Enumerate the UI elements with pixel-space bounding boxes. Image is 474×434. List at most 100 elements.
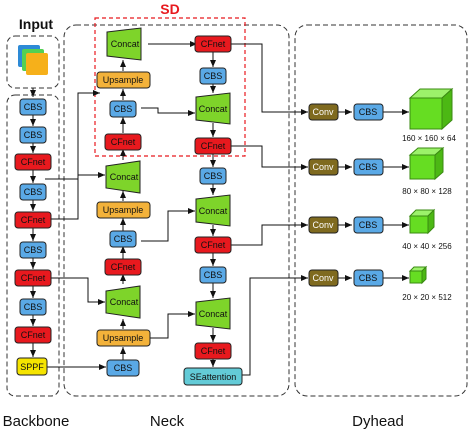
backbone-cfnet-2: CFnet: [14, 211, 52, 229]
output-size-2: 80 × 80 × 128: [402, 187, 452, 196]
svg-text:CBS: CBS: [359, 220, 378, 230]
neck-upsample-1: Upsample: [96, 71, 151, 89]
neck-right-cfnet-3: CFnet: [194, 236, 232, 254]
svg-text:CBS: CBS: [114, 234, 133, 244]
backbone-cbs-1: CBS: [19, 98, 47, 116]
svg-text:Concat: Concat: [199, 104, 228, 114]
dyhead-cbs-4: CBS: [353, 269, 384, 287]
connector: [141, 311, 195, 339]
svg-text:Upsample: Upsample: [103, 333, 144, 343]
svg-text:Concat: Concat: [199, 206, 228, 216]
backbone-title: Backbone: [3, 413, 70, 430]
neck-right-concat-1: Concat: [195, 92, 231, 125]
svg-text:Concat: Concat: [199, 309, 228, 319]
svg-text:CBS: CBS: [24, 245, 43, 255]
connector: [45, 90, 100, 180]
neck-concat-1: Concat: [106, 27, 142, 61]
svg-text:Conv: Conv: [312, 107, 334, 117]
neck-right-concat-3: Concat: [195, 297, 231, 330]
neck-right-cbs-3: CBS: [199, 266, 227, 284]
dyhead-cbs-3: CBS: [353, 216, 384, 234]
neck-upsample-3: Upsample: [96, 329, 151, 347]
svg-text:CBS: CBS: [114, 104, 133, 114]
svg-text:CBS: CBS: [204, 71, 223, 81]
dyhead-conv-3: Conv: [308, 216, 339, 234]
svg-text:Concat: Concat: [110, 297, 139, 307]
backbone-sppf: SPPF: [16, 357, 48, 376]
svg-text:CBS: CBS: [204, 171, 223, 181]
neck-cbs-2: CBS: [109, 230, 137, 248]
svg-text:CBS: CBS: [359, 273, 378, 283]
neck-right-cbs-2: CBS: [199, 167, 227, 185]
svg-text:Conv: Conv: [312, 220, 334, 230]
neck-cfnet-2: CFnet: [104, 258, 142, 276]
svg-text:CBS: CBS: [359, 107, 378, 117]
neck-concat-3: Concat: [105, 285, 141, 319]
connector: [231, 222, 308, 246]
connector: [240, 275, 308, 376]
neck-right-cfnet-2: CFnet: [194, 137, 232, 155]
neck-right-cfnet-1: CFnet: [194, 35, 232, 53]
neck-right-cfnet-4: CFnet: [194, 342, 232, 360]
svg-text:Conv: Conv: [312, 162, 334, 172]
dyhead-cbs-2: CBS: [353, 158, 384, 176]
svg-text:Conv: Conv: [312, 273, 334, 283]
backbone-cfnet-4: CFnet: [14, 326, 52, 344]
neck-right-concat-2: Concat: [195, 194, 231, 227]
backbone-cbs-4: CBS: [19, 241, 47, 259]
backbone-cbs-5: CBS: [19, 298, 47, 316]
connector: [231, 145, 308, 170]
svg-text:CFnet: CFnet: [21, 157, 46, 167]
connector: [231, 43, 308, 115]
output-size-3: 40 × 40 × 256: [402, 242, 452, 251]
svg-text:CFnet: CFnet: [201, 141, 226, 151]
feature-cube-2: [408, 146, 445, 181]
dyhead-title: Dyhead: [352, 413, 404, 430]
neck-upsample-2: Upsample: [96, 201, 151, 219]
feature-cube-1: [408, 87, 454, 131]
backbone-cbs-2: CBS: [19, 126, 47, 144]
svg-text:Concat: Concat: [111, 39, 140, 49]
connector: [45, 277, 105, 305]
dyhead-conv-4: Conv: [308, 269, 339, 287]
svg-text:SEattention: SEattention: [190, 372, 237, 382]
backbone-cbs-3: CBS: [19, 183, 47, 201]
svg-text:CBS: CBS: [24, 302, 43, 312]
svg-text:CFnet: CFnet: [201, 240, 226, 250]
neck-cbs-3: CBS: [106, 359, 140, 377]
backbone-cfnet-3: CFnet: [14, 269, 52, 287]
output-size-4: 20 × 20 × 512: [402, 293, 452, 302]
svg-text:CBS: CBS: [24, 187, 43, 197]
feature-cube-4: [408, 265, 428, 285]
neck-concat-2: Concat: [105, 160, 141, 194]
svg-text:SPPF: SPPF: [20, 362, 44, 372]
svg-text:Upsample: Upsample: [103, 205, 144, 215]
svg-text:CFnet: CFnet: [21, 273, 46, 283]
input-image-icon: [18, 45, 48, 75]
connector: [141, 208, 195, 242]
neck-title: Neck: [150, 413, 185, 430]
neck-seattention: SEattention: [183, 367, 243, 386]
neck-cbs-1: CBS: [109, 100, 137, 118]
feature-cube-3: [408, 208, 436, 235]
sd-region: [94, 17, 246, 157]
sd-title: SD: [160, 1, 179, 17]
backbone-cfnet-1: CFnet: [14, 153, 52, 171]
neck-panel: [63, 24, 290, 397]
svg-text:CBS: CBS: [114, 363, 133, 373]
svg-text:CFnet: CFnet: [201, 346, 226, 356]
svg-text:CBS: CBS: [24, 130, 43, 140]
output-size-1: 160 × 160 × 64: [402, 134, 456, 143]
svg-text:CFnet: CFnet: [21, 215, 46, 225]
neck-cfnet-1: CFnet: [104, 133, 142, 151]
svg-text:Concat: Concat: [110, 172, 139, 182]
connector: [45, 172, 105, 220]
svg-text:CFnet: CFnet: [111, 137, 136, 147]
svg-text:CBS: CBS: [359, 162, 378, 172]
svg-text:CFnet: CFnet: [111, 262, 136, 272]
input-title: Input: [19, 16, 54, 32]
dyhead-conv-2: Conv: [308, 158, 339, 176]
dyhead-panel: [294, 24, 468, 397]
dyhead-cbs-1: CBS: [353, 103, 384, 121]
